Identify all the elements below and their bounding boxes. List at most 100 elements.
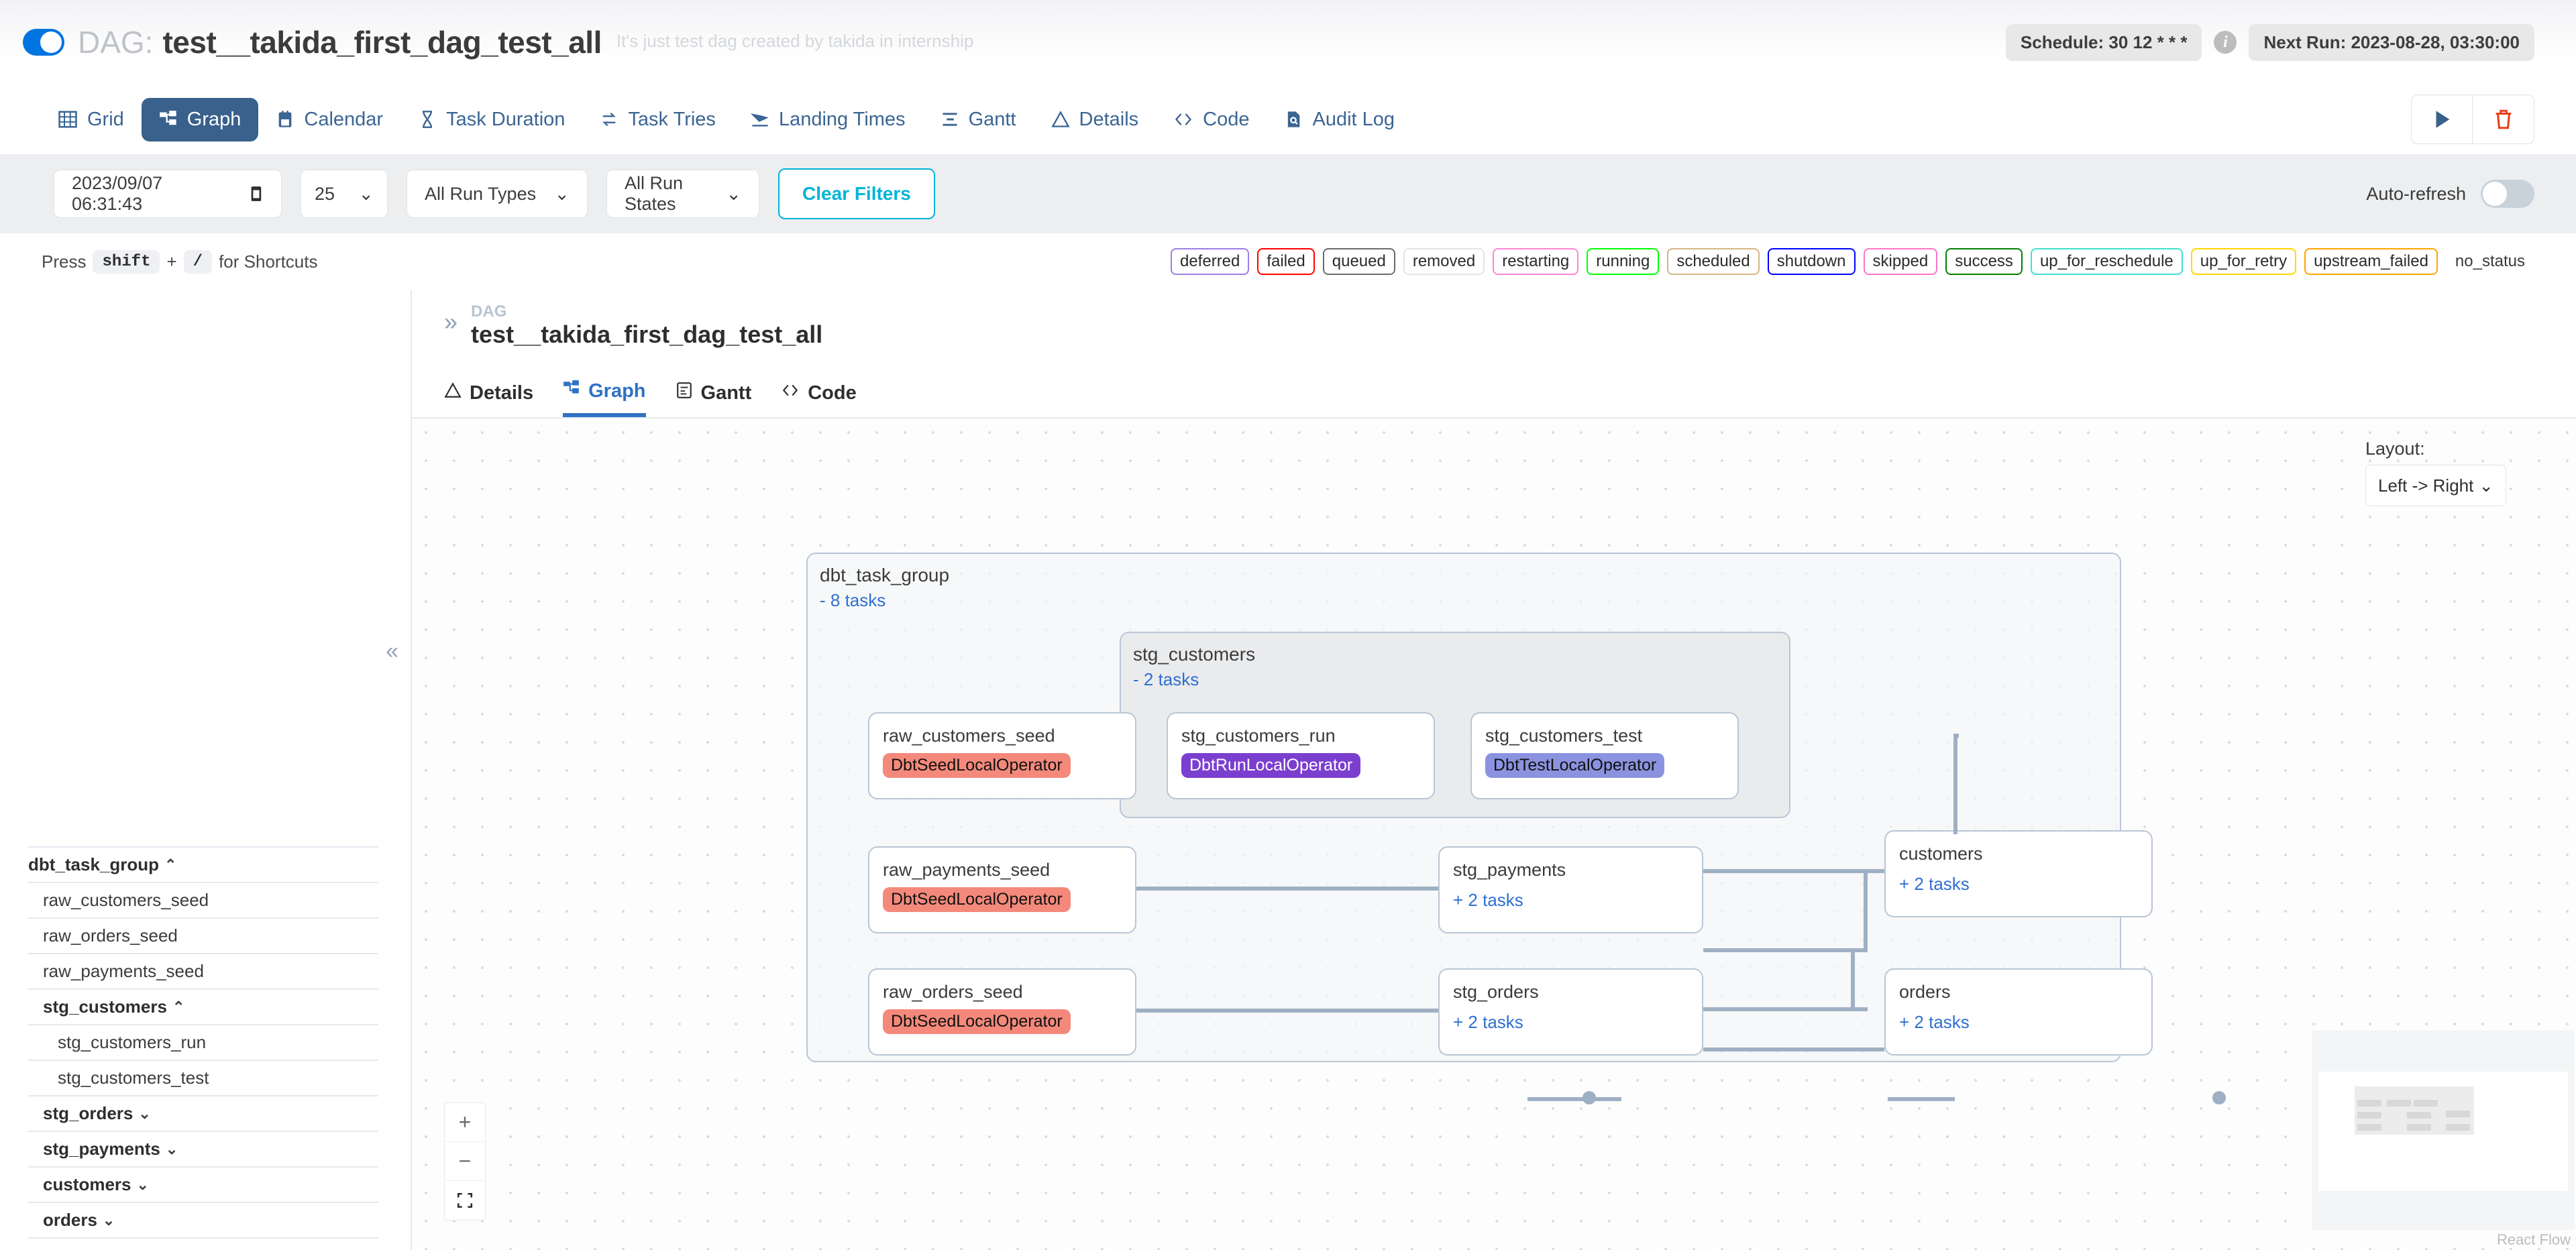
- chevron-down-icon[interactable]: ⌄: [136, 1176, 149, 1193]
- info-icon[interactable]: i: [2214, 31, 2237, 54]
- graph-minimap[interactable]: [2312, 1030, 2575, 1230]
- run-count-select[interactable]: 25 ⌄: [301, 170, 388, 218]
- tab-label: Grid: [87, 108, 124, 130]
- task-node-stg-orders[interactable]: stg_orders + 2 tasks: [1438, 968, 1703, 1056]
- task-list-item-stg-customers-run[interactable]: stg_customers_run: [28, 1024, 378, 1060]
- chevron-down-icon[interactable]: ⌄: [138, 1104, 151, 1122]
- task-node-count: + 2 tasks: [1453, 890, 1523, 910]
- task-list-item-stg-payments[interactable]: stg_payments⌄: [28, 1131, 378, 1166]
- filter-bar: 2023/09/07 06:31:43 25 ⌄ All Run Types ⌄…: [0, 154, 2576, 233]
- task-group-count: - 2 tasks: [1133, 669, 1199, 689]
- task-node-raw-customers-seed[interactable]: raw_customers_seed DbtSeedLocalOperator: [868, 712, 1136, 799]
- delete-dag-button[interactable]: [2473, 95, 2534, 144]
- task-group-count: - 8 tasks: [820, 590, 886, 610]
- panel-tab-graph[interactable]: Graph: [563, 380, 646, 418]
- page-header: DAG: test__takida_first_dag_test_all It'…: [0, 0, 2576, 84]
- task-list-item-raw-orders-seed[interactable]: raw_orders_seed: [28, 917, 378, 953]
- legend-badge-up-for-reschedule[interactable]: up_for_reschedule: [2030, 248, 2183, 275]
- fit-view-button[interactable]: [445, 1181, 485, 1220]
- hourglass-icon: [418, 110, 437, 129]
- task-node-raw-payments-seed[interactable]: raw_payments_seed DbtSeedLocalOperator: [868, 846, 1136, 933]
- legend-badge-no-status[interactable]: no_status: [2445, 248, 2534, 275]
- dag-view-tabs: Grid Graph Calendar Task Duration Task T…: [0, 84, 2576, 154]
- task-list-item-label: stg_customers_test: [58, 1068, 209, 1088]
- run-type-select[interactable]: All Run Types ⌄: [407, 170, 588, 218]
- task-node-customers[interactable]: customers + 2 tasks: [1884, 830, 2153, 917]
- dag-pause-toggle[interactable]: [23, 29, 64, 56]
- tab-audit-log[interactable]: Audit Log: [1267, 98, 1412, 141]
- task-list-item-label: stg_customers: [43, 997, 167, 1017]
- tab-landing-times[interactable]: Landing Times: [733, 98, 923, 141]
- tab-details[interactable]: Details: [1034, 98, 1157, 141]
- auto-refresh-toggle[interactable]: [2481, 180, 2534, 208]
- calendar-icon: [276, 110, 294, 129]
- graph-canvas[interactable]: Layout: Left -> Right ⌄ dbt_task_group -…: [412, 418, 2576, 1250]
- task-list-item-label: customers: [43, 1174, 131, 1194]
- tab-task-tries[interactable]: Task Tries: [582, 98, 733, 141]
- toggle-knob: [40, 32, 62, 53]
- chevron-up-icon[interactable]: ⌃: [164, 856, 177, 873]
- task-node-stg-customers-test[interactable]: stg_customers_test DbtTestLocalOperator: [1470, 712, 1739, 799]
- zoom-out-button[interactable]: −: [445, 1142, 485, 1181]
- tab-task-duration[interactable]: Task Duration: [400, 98, 582, 141]
- task-list-item-customers[interactable]: customers ⌄: [28, 1166, 378, 1202]
- tab-label: Landing Times: [778, 108, 906, 130]
- panel-tab-gantt[interactable]: Gantt: [676, 380, 751, 417]
- chevron-up-icon[interactable]: ⌃: [172, 998, 185, 1015]
- task-node-stg-customers-run[interactable]: stg_customers_run DbtRunLocalOperator: [1167, 712, 1435, 799]
- legend-badge-removed[interactable]: removed: [1403, 248, 1485, 275]
- legend-badge-shutdown[interactable]: shutdown: [1767, 248, 1856, 275]
- collapse-sidebar-icon[interactable]: «: [386, 638, 398, 664]
- task-node-raw-orders-seed[interactable]: raw_orders_seed DbtSeedLocalOperator: [868, 968, 1136, 1056]
- zoom-in-button[interactable]: +: [445, 1103, 485, 1142]
- clear-filters-button[interactable]: Clear Filters: [778, 168, 935, 219]
- task-list-item-stg-orders[interactable]: stg_orders⌄: [28, 1095, 378, 1131]
- task-list-item-raw-payments-seed[interactable]: raw_payments_seed: [28, 953, 378, 988]
- panel-tab-code[interactable]: Code: [781, 380, 857, 417]
- task-list-item-stg-customers-test[interactable]: stg_customers_test: [28, 1060, 378, 1095]
- minimap-node: [2357, 1124, 2381, 1131]
- task-node-orders[interactable]: orders + 2 tasks: [1884, 968, 2153, 1056]
- chevron-down-icon[interactable]: ⌄: [165, 1140, 178, 1157]
- trigger-dag-button[interactable]: [2411, 95, 2473, 144]
- tab-gantt[interactable]: Gantt: [923, 98, 1034, 141]
- legend-badge-skipped[interactable]: skipped: [1863, 248, 1938, 275]
- run-state-select[interactable]: All Run States ⌄: [606, 170, 759, 218]
- layout-select[interactable]: Left -> Right ⌄: [2365, 465, 2506, 506]
- run-date-input[interactable]: 2023/09/07 06:31:43: [54, 170, 282, 218]
- legend-badge-running[interactable]: running: [1587, 248, 1660, 275]
- schedule-badge[interactable]: Schedule: 30 12 * * *: [2005, 23, 2202, 61]
- task-list-item-label: dbt_task_group: [28, 854, 160, 874]
- layout-control: Layout: Left -> Right ⌄: [2365, 439, 2506, 506]
- legend-badge-failed[interactable]: failed: [1257, 248, 1315, 275]
- retry-icon: [600, 110, 619, 129]
- task-list-item-dbt-task-group[interactable]: dbt_task_group⌃: [28, 846, 378, 882]
- legend-badge-deferred[interactable]: deferred: [1170, 248, 1250, 275]
- legend-badge-restarting[interactable]: restarting: [1493, 248, 1579, 275]
- panel-tab-details[interactable]: Details: [444, 380, 533, 417]
- task-list-item-orders[interactable]: orders⌄: [28, 1202, 378, 1239]
- panel-tab-label: Code: [808, 382, 857, 404]
- tab-graph[interactable]: Graph: [141, 97, 259, 141]
- task-node-name: orders: [1899, 982, 1951, 1002]
- task-list-item-raw-customers-seed[interactable]: raw_customers_seed: [28, 882, 378, 917]
- calendar-small-icon: [251, 186, 262, 201]
- legend-badge-upstream-failed[interactable]: upstream_failed: [2304, 248, 2438, 275]
- legend-badge-queued[interactable]: queued: [1322, 248, 1395, 275]
- auto-refresh-control: Auto-refresh: [2366, 180, 2534, 208]
- minimap-node: [2357, 1100, 2381, 1106]
- panel-tabs: Details Graph Gantt Code: [412, 361, 2576, 419]
- tab-grid[interactable]: Grid: [40, 98, 142, 141]
- task-list-item-stg-customers[interactable]: stg_customers ⌃: [28, 988, 378, 1024]
- legend-badge-up-for-retry[interactable]: up_for_retry: [2190, 248, 2297, 275]
- task-list-item-label: raw_payments_seed: [43, 961, 204, 981]
- shortcut-plus: +: [166, 251, 177, 272]
- chevron-down-icon[interactable]: ⌄: [102, 1211, 115, 1229]
- legend-badge-scheduled[interactable]: scheduled: [1667, 248, 1760, 275]
- shortcut-suffix: for Shortcuts: [219, 251, 318, 272]
- legend-badge-success[interactable]: success: [1945, 248, 2023, 275]
- expand-panel-icon[interactable]: »: [444, 308, 458, 335]
- tab-code[interactable]: Code: [1156, 98, 1267, 141]
- task-node-stg-payments[interactable]: stg_payments + 2 tasks: [1438, 846, 1703, 933]
- tab-calendar[interactable]: Calendar: [258, 98, 400, 141]
